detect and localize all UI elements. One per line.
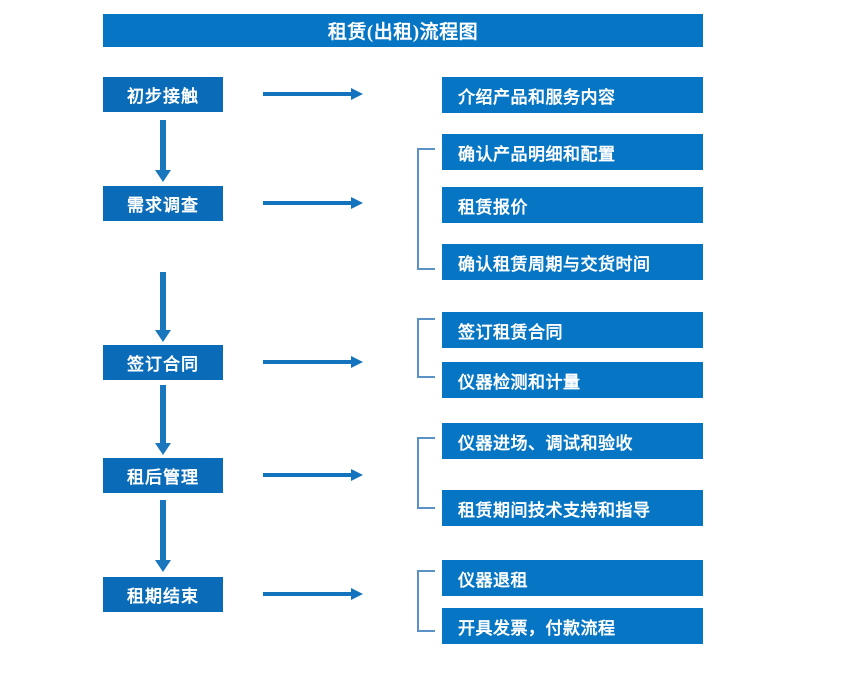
detail-box-zulin-baojia[interactable]: 租赁报价 — [442, 187, 703, 223]
vertical-arrow-stage2-to-stage3 — [155, 272, 171, 342]
horizontal-arrow-stage2 — [263, 196, 363, 210]
arrow-head-icon — [155, 330, 171, 342]
stage-box-chubu-jiechu[interactable]: 初步接触 — [103, 77, 223, 112]
arrow-head-icon — [351, 588, 363, 600]
vertical-arrow-stage3-to-stage4 — [155, 385, 171, 455]
detail-box-queren-zulin-zhouqi[interactable]: 确认租赁周期与交货时间 — [442, 244, 703, 280]
detail-box-yiqi-jiance-jiliang[interactable]: 仪器检测和计量 — [442, 362, 703, 398]
group-bracket-zuqi-jieshu — [417, 570, 435, 632]
arrow-shaft — [160, 272, 166, 330]
detail-box-yiqi-tuizu[interactable]: 仪器退租 — [442, 560, 703, 596]
diagram-title: 租赁(出租)流程图 — [103, 14, 703, 47]
horizontal-arrow-stage5 — [263, 587, 363, 601]
arrow-shaft — [263, 360, 351, 364]
vertical-arrow-stage1-to-stage2 — [155, 120, 171, 182]
detail-box-queren-chanpin-mingxi[interactable]: 确认产品明细和配置 — [442, 134, 703, 170]
detail-box-yiqi-jinchang-tiaoshi[interactable]: 仪器进场、调试和验收 — [442, 423, 703, 459]
detail-box-qianding-zulin-hetong[interactable]: 签订租赁合同 — [442, 312, 703, 348]
group-bracket-xuqiu-diaocha — [417, 148, 435, 270]
arrow-shaft — [263, 473, 351, 477]
arrow-head-icon — [155, 170, 171, 182]
group-bracket-qianding-hetong — [417, 318, 435, 378]
arrow-shaft — [160, 385, 166, 443]
detail-box-kaiju-fapiao-fukuan[interactable]: 开具发票，付款流程 — [442, 608, 703, 644]
detail-box-jieshao-chanpin-fuwu[interactable]: 介绍产品和服务内容 — [442, 77, 703, 113]
stage-box-xuqiu-diaocha[interactable]: 需求调查 — [103, 186, 223, 221]
horizontal-arrow-stage3 — [263, 355, 363, 369]
stage-box-qianding-hetong[interactable]: 签订合同 — [103, 345, 223, 380]
arrow-shaft — [263, 92, 351, 96]
detail-box-zulin-qijian-zhichi[interactable]: 租赁期间技术支持和指导 — [442, 490, 703, 526]
arrow-shaft — [263, 592, 351, 596]
group-bracket-zuhou-guanli — [417, 437, 435, 509]
arrow-head-icon — [351, 197, 363, 209]
arrow-shaft — [263, 201, 351, 205]
stage-box-zuqi-jieshu[interactable]: 租期结束 — [103, 577, 223, 612]
stage-box-zuhou-guanli[interactable]: 租后管理 — [103, 458, 223, 493]
vertical-arrow-stage4-to-stage5 — [155, 500, 171, 572]
arrow-shaft — [160, 500, 166, 560]
arrow-head-icon — [351, 356, 363, 368]
arrow-shaft — [160, 120, 166, 170]
arrow-head-icon — [351, 88, 363, 100]
arrow-head-icon — [351, 469, 363, 481]
arrow-head-icon — [155, 560, 171, 572]
arrow-head-icon — [155, 443, 171, 455]
horizontal-arrow-stage4 — [263, 468, 363, 482]
horizontal-arrow-stage1 — [263, 87, 363, 101]
